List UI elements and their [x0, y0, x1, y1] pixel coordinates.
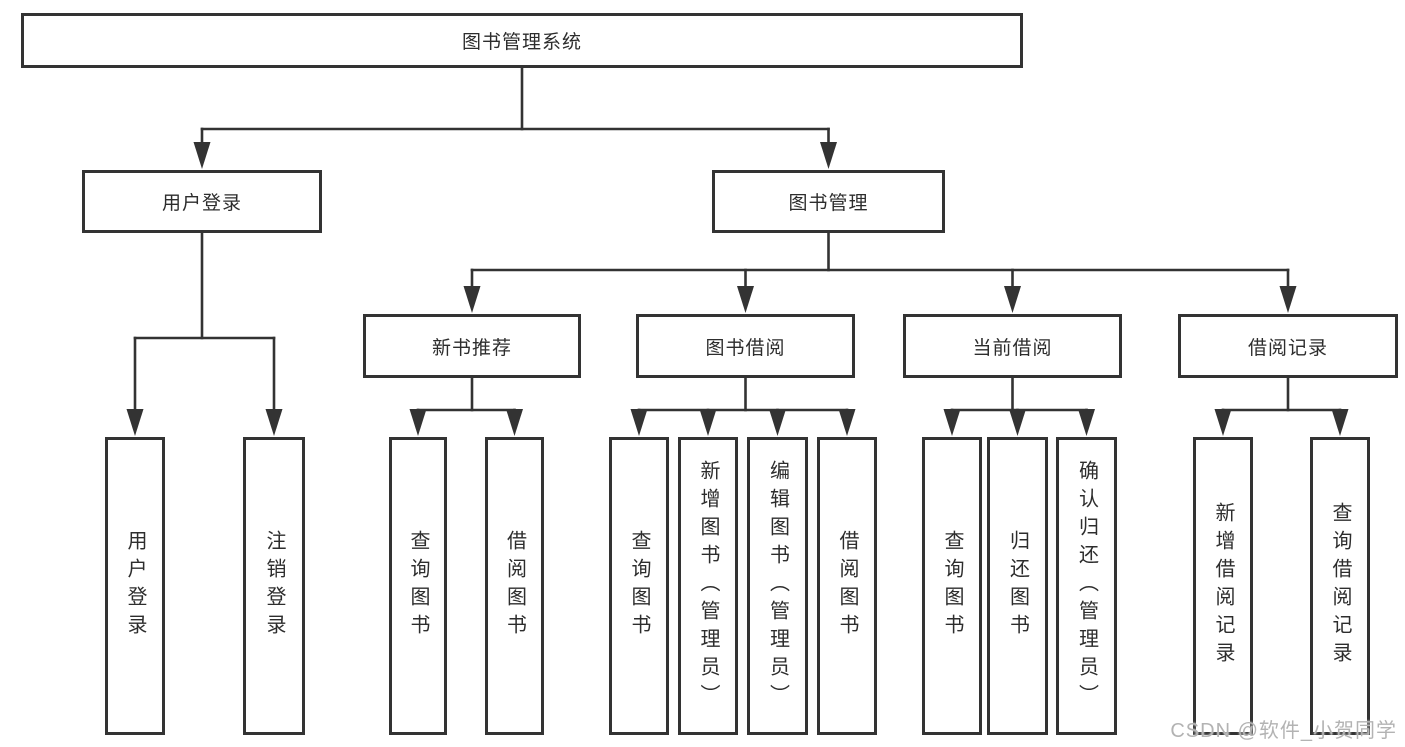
- arrowhead-icon: [1009, 409, 1026, 436]
- node-user-login-leaf: 用户登录: [105, 437, 165, 735]
- arrowhead-icon: [630, 409, 648, 436]
- arrowhead-icon: [1004, 286, 1021, 313]
- node-label: 图书管理: [788, 193, 869, 214]
- node-return-book: 归还图书: [987, 437, 1048, 735]
- arrowhead-icon: [265, 409, 283, 436]
- node-add-book: 新增图书（管理员）: [678, 437, 738, 735]
- arrowhead-icon: [463, 286, 481, 313]
- arrowhead-icon: [943, 409, 961, 436]
- node-label: 当前借阅: [972, 337, 1053, 359]
- node-label: 图书借阅: [705, 337, 786, 359]
- watermark: CSDN @软件_小贺同学: [1170, 720, 1397, 742]
- node-label: 借阅图书: [836, 530, 858, 642]
- node-label: 归还图书: [1006, 530, 1029, 642]
- node-label: 查询图书: [628, 530, 650, 642]
- node-label: 图书管理系统: [461, 32, 582, 53]
- node-user-login: 用户登录: [82, 170, 322, 233]
- node-current-borrow: 当前借阅: [903, 314, 1122, 378]
- arrowhead-icon: [193, 142, 211, 169]
- node-label: 编辑图书（管理员）: [766, 460, 789, 712]
- node-label: 确认归还（管理员）: [1075, 460, 1098, 712]
- arrowhead-icon: [1214, 409, 1232, 436]
- arrowhead-icon: [1279, 286, 1297, 313]
- node-add-borrow-record: 新增借阅记录: [1193, 437, 1253, 735]
- node-label: 注销登录: [263, 530, 285, 642]
- arrowhead-icon: [737, 286, 754, 313]
- arrowhead-icon: [126, 409, 144, 436]
- node-label: 用户登录: [161, 193, 242, 214]
- node-label: 查询图书: [407, 530, 429, 642]
- node-edit-book: 编辑图书（管理员）: [747, 437, 808, 735]
- arrowhead-icon: [1331, 409, 1349, 436]
- node-confirm-return: 确认归还（管理员）: [1056, 437, 1117, 735]
- node-label: 查询图书: [941, 530, 963, 642]
- arrowhead-icon: [820, 142, 837, 169]
- arrowhead-icon: [769, 409, 786, 436]
- node-book-mgmt: 图书管理: [712, 170, 945, 233]
- node-query-book-1: 查询图书: [389, 437, 447, 735]
- node-query-book-3: 查询图书: [922, 437, 982, 735]
- arrowhead-icon: [699, 409, 717, 436]
- node-label: 新增图书（管理员）: [697, 460, 719, 712]
- node-borrow-book-1: 借阅图书: [485, 437, 544, 735]
- node-borrow-book-2: 借阅图书: [817, 437, 877, 735]
- node-label: 用户登录: [124, 530, 146, 642]
- arrowhead-icon: [1078, 409, 1095, 436]
- node-query-borrow-record: 查询借阅记录: [1310, 437, 1370, 735]
- arrowhead-icon: [838, 409, 856, 436]
- node-logout: 注销登录: [243, 437, 305, 735]
- node-root: 图书管理系统: [21, 13, 1023, 68]
- node-book-borrow: 图书借阅: [636, 314, 855, 378]
- node-label: 新书推荐: [431, 337, 512, 359]
- node-label: 查询借阅记录: [1329, 502, 1351, 670]
- node-query-book-2: 查询图书: [609, 437, 669, 735]
- node-label: 借阅图书: [503, 530, 526, 642]
- arrowhead-icon: [409, 409, 427, 436]
- arrowhead-icon: [506, 409, 523, 436]
- node-label: 借阅记录: [1247, 337, 1328, 359]
- node-new-book-rec: 新书推荐: [363, 314, 581, 378]
- node-label: 新增借阅记录: [1212, 502, 1234, 670]
- node-borrow-record: 借阅记录: [1178, 314, 1398, 378]
